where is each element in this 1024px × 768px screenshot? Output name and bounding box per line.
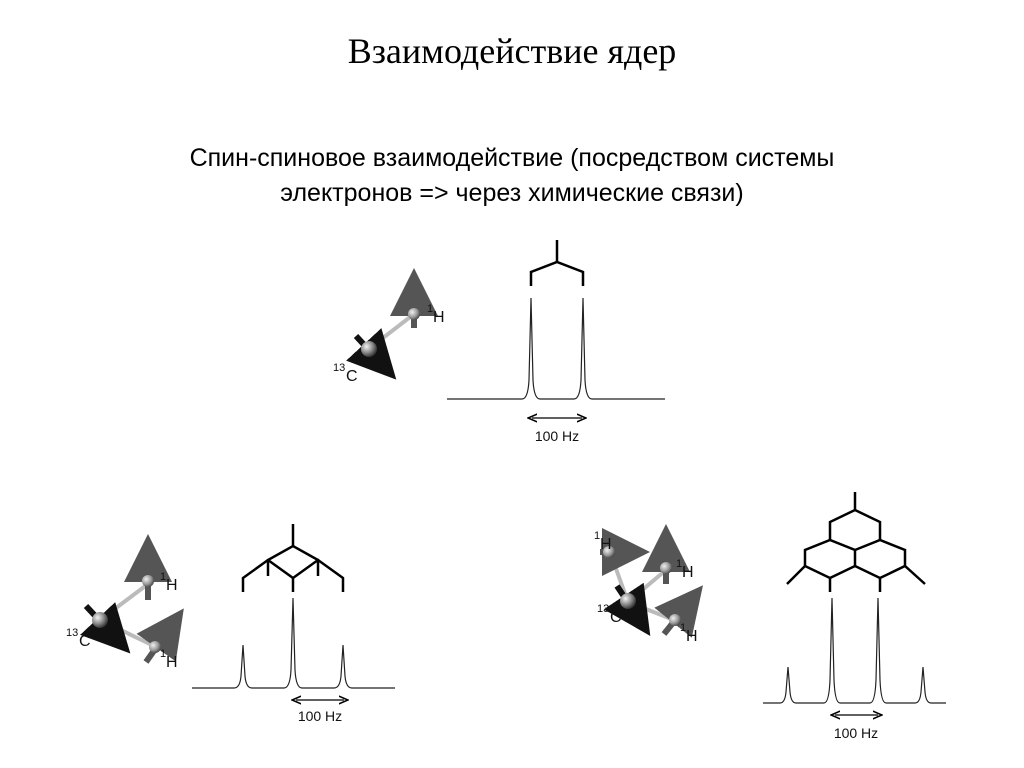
subtitle-line-2: электронов => через химические связи) — [280, 179, 744, 207]
label-h3-mass: 1 — [680, 622, 686, 634]
label-c-symbol: C — [610, 609, 622, 626]
molecule-ch: 1 H 13 C — [333, 268, 445, 385]
scale-label: 100 Hz — [834, 725, 878, 741]
bond — [98, 582, 150, 622]
label-h1-symbol: H — [166, 577, 178, 594]
label-c-mass: 13 — [66, 627, 78, 639]
atom-h — [408, 308, 420, 320]
splitting-tree-quartet — [786, 492, 926, 592]
atom-h2 — [660, 562, 672, 574]
bond — [368, 312, 416, 350]
atom-h2 — [149, 641, 161, 653]
label-h1-mass: 1 — [594, 530, 600, 542]
spectrum-quartet — [763, 597, 946, 704]
label-c-mass: 13 — [597, 603, 609, 615]
label-h2-symbol: H — [682, 564, 694, 581]
label-c-symbol: C — [346, 368, 358, 385]
atom-c — [92, 612, 108, 628]
spectrum-doublet — [447, 297, 665, 400]
quartet-group: 1 H 1 H 1 H 13 C 100 Hz — [594, 492, 946, 741]
slide-title: Взаимодействие ядер — [347, 31, 677, 71]
scale-label: 100 Hz — [298, 708, 342, 724]
atom-c — [361, 341, 377, 357]
subtitle-line-1: Спин-спиновое взаимодействие (посредство… — [189, 144, 835, 172]
spectrum-triplet — [192, 597, 395, 689]
atom-h1 — [142, 575, 154, 587]
doublet-group: 1 H 13 C 100 Hz — [333, 240, 665, 444]
label-h1-symbol: H — [600, 536, 612, 553]
slide-subtitle: Спин-спиновое взаимодействие (посредство… — [112, 141, 912, 211]
molecule-ch3: 1 H 1 H 1 H 13 C — [594, 524, 703, 645]
label-h-symbol: H — [433, 309, 445, 326]
label-c-mass: 13 — [333, 362, 345, 374]
atom-h3 — [669, 614, 681, 626]
molecule-ch2: 1 H 1 H 13 C — [66, 534, 184, 671]
atom-c — [620, 593, 636, 609]
label-h2-symbol: H — [166, 654, 178, 671]
triplet-group: 1 H 1 H 13 C 100 Hz — [66, 524, 395, 724]
label-h2-mass: 1 — [676, 558, 682, 570]
splitting-tree-triplet — [241, 524, 345, 592]
scale-label: 100 Hz — [535, 428, 579, 444]
atom-h1 — [603, 546, 615, 558]
label-h1-mass: 1 — [160, 571, 166, 583]
label-h2-mass: 1 — [160, 648, 166, 660]
label-c-symbol: C — [79, 633, 91, 650]
label-h3-symbol: H — [686, 628, 698, 645]
label-h-mass: 1 — [427, 303, 433, 315]
splitting-tree-doublet — [529, 240, 585, 286]
